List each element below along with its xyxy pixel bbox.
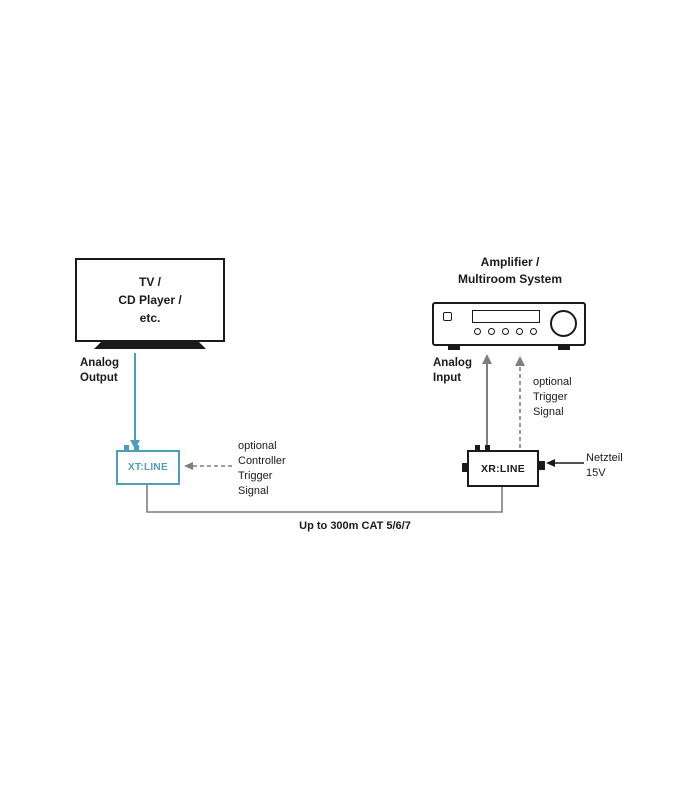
optional-trigger-label: optional Trigger Signal	[533, 376, 572, 418]
amplifier-button-dot	[516, 328, 523, 335]
xr-line-box: XR:LINE	[462, 445, 545, 487]
xt-line-box: XT:LINE	[116, 445, 180, 485]
xr-line-connector-left	[462, 463, 467, 472]
amplifier-title: Amplifier / Multiroom System	[457, 255, 562, 287]
xt-line-connector-nub	[124, 445, 129, 450]
xr-line-connector-nub	[485, 445, 490, 450]
cat-cable-line	[146, 483, 503, 513]
amplifier-volume-knob	[550, 310, 577, 337]
amplifier-display	[472, 310, 540, 323]
amplifier-device	[432, 302, 586, 350]
amplifier-button-dot	[530, 328, 537, 335]
optional-controller-trigger-label: optional Controller Trigger Signal	[238, 440, 286, 497]
analog-output-arrow	[130, 353, 140, 449]
source-device-label: TV / CD Player / etc.	[118, 275, 182, 325]
amplifier-buttons-row	[474, 328, 537, 335]
controller-trigger-arrow-dashed	[184, 462, 232, 470]
amplifier-button-dot	[502, 328, 509, 335]
xt-line-label: XT:LINE	[128, 462, 168, 473]
analog-input-arrow	[482, 354, 492, 448]
amplifier-foot-left	[448, 345, 460, 350]
amplifier-power-button	[443, 312, 452, 321]
xt-line-connector-nub	[134, 445, 139, 450]
amplifier-foot-right	[558, 345, 570, 350]
tv-stand-shape	[94, 342, 206, 349]
analog-output-label: Analog Output	[80, 357, 119, 384]
xr-line-label: XR:LINE	[480, 462, 526, 475]
trigger-arrow-dashed	[515, 356, 525, 448]
xr-line-connector-nub	[475, 445, 480, 450]
power-supply-arrow	[546, 459, 584, 467]
analog-input-label: Analog Input	[433, 357, 472, 384]
amplifier-button-dot	[488, 328, 495, 335]
amplifier-button-dot	[474, 328, 481, 335]
power-supply-label: Netzteil 15V	[586, 452, 623, 479]
cable-length-label: Up to 300m CAT 5/6/7	[299, 520, 411, 532]
source-device-box: TV / CD Player / etc.	[75, 258, 225, 342]
xr-line-power-connector	[539, 461, 545, 470]
